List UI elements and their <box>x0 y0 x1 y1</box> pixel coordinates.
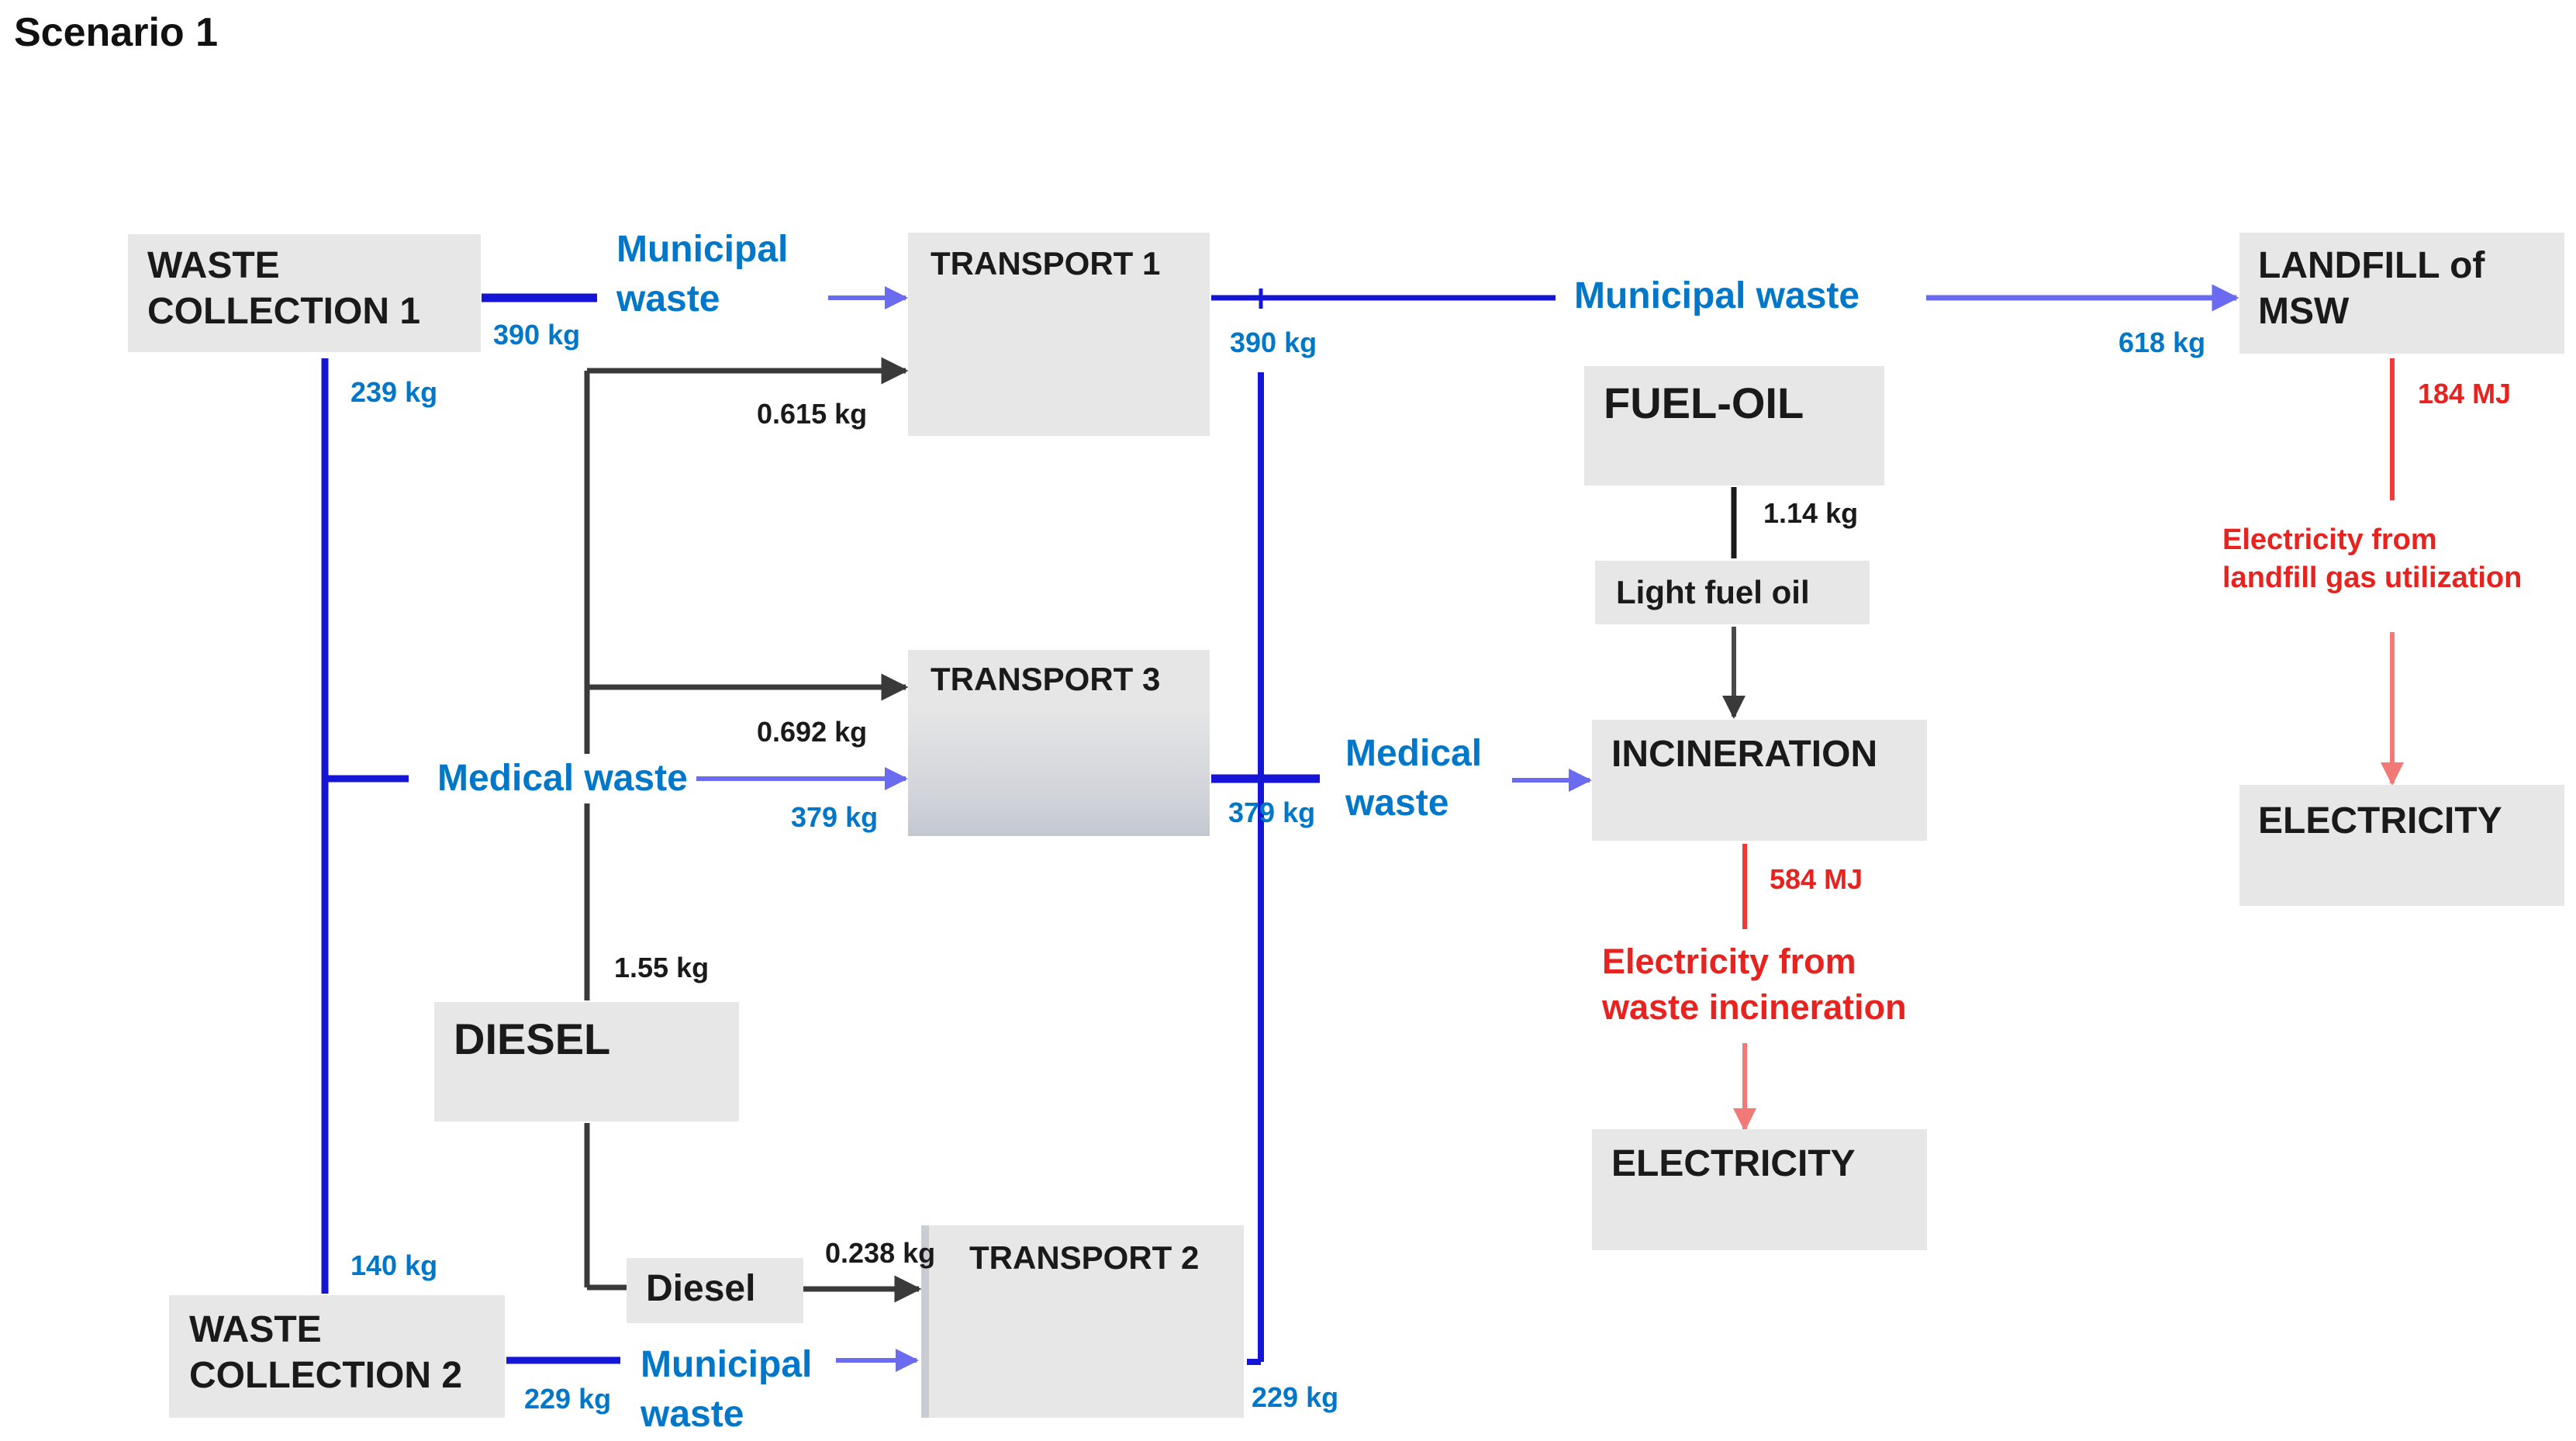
waste-collection-2-box <box>169 1295 505 1418</box>
diesel-small-label: Diesel <box>646 1268 756 1309</box>
qty-diesel-t1: 0.615 kg <box>757 398 868 430</box>
diesel-small-box <box>627 1258 803 1323</box>
qty-landfill-energy: 184 MJ <box>2418 378 2512 409</box>
qty-t3-out: 379 kg <box>1228 797 1316 828</box>
waste-collection-1-label: WASTE COLLECTION 1 <box>147 245 421 332</box>
qty-diesel-out: 1.55 kg <box>614 952 710 983</box>
transport-3-label: TRANSPORT 3 <box>931 661 1161 697</box>
electricity-landfill-box <box>2239 785 2564 906</box>
light-fuel-oil-box <box>1595 561 1870 624</box>
waste-collection-2-label: WASTE COLLECTION 2 <box>189 1309 463 1396</box>
qty-wc2-up: 140 kg <box>350 1249 438 1281</box>
waste-collection-1-box <box>128 234 481 352</box>
incineration-label: INCINERATION <box>1611 734 1878 775</box>
landfill-box <box>2239 233 2564 354</box>
transport-2-box <box>929 1225 1244 1418</box>
qty-landfill-in: 618 kg <box>2118 327 2206 358</box>
qty-t1-out: 390 kg <box>1230 327 1317 358</box>
transport-2-label: TRANSPORT 2 <box>969 1239 1200 1276</box>
qty-medical-in-t3: 379 kg <box>791 801 879 833</box>
municipal-waste-label-1: Municipal waste <box>616 225 789 324</box>
diesel-box <box>434 1002 739 1121</box>
medical-waste-left-label: Medical waste <box>430 754 696 803</box>
electricity-incineration-box <box>1592 1129 1927 1250</box>
fuel-oil-label: FUEL-OIL <box>1604 378 1804 427</box>
electricity-from-incineration-note: Electricity from waste incineration <box>1602 942 1907 1028</box>
municipal-waste-main-label: Municipal waste <box>1574 271 1860 321</box>
qty-wc1-down: 239 kg <box>350 376 438 408</box>
landfill-label: LANDFILL of MSW <box>2258 245 2485 332</box>
qty-diesel-t3: 0.692 kg <box>757 716 868 748</box>
fuel-oil-box <box>1584 366 1884 486</box>
qty-wc2-out: 229 kg <box>524 1383 612 1415</box>
municipal-waste-label-2: Municipal waste <box>641 1344 813 1435</box>
qty-t2-out: 229 kg <box>1252 1381 1339 1413</box>
qty-incineration-energy: 584 MJ <box>1770 863 1863 895</box>
electricity-landfill-label: ELECTRICITY <box>2258 800 2502 841</box>
transport-3-box <box>908 650 1210 836</box>
medical-waste-right-label: Medical waste <box>1345 733 1483 824</box>
diesel-label: DIESEL <box>454 1014 611 1063</box>
transport-1-box <box>908 233 1210 436</box>
qty-diesel-t2: 0.238 kg <box>825 1237 936 1269</box>
diagram-title: Scenario 1 <box>14 10 219 55</box>
incineration-box <box>1592 720 1927 841</box>
transport-1-label: TRANSPORT 1 <box>931 245 1161 282</box>
electricity-from-landfill-note: Electricity from landfill gas utilizatio… <box>2222 524 2522 595</box>
light-fuel-oil-label: Light fuel oil <box>1616 574 1810 610</box>
qty-wc1-out: 390 kg <box>493 319 581 351</box>
qty-fuel-oil-out: 1.14 kg <box>1763 497 1859 529</box>
electricity-incineration-label: ELECTRICITY <box>1611 1143 1856 1184</box>
